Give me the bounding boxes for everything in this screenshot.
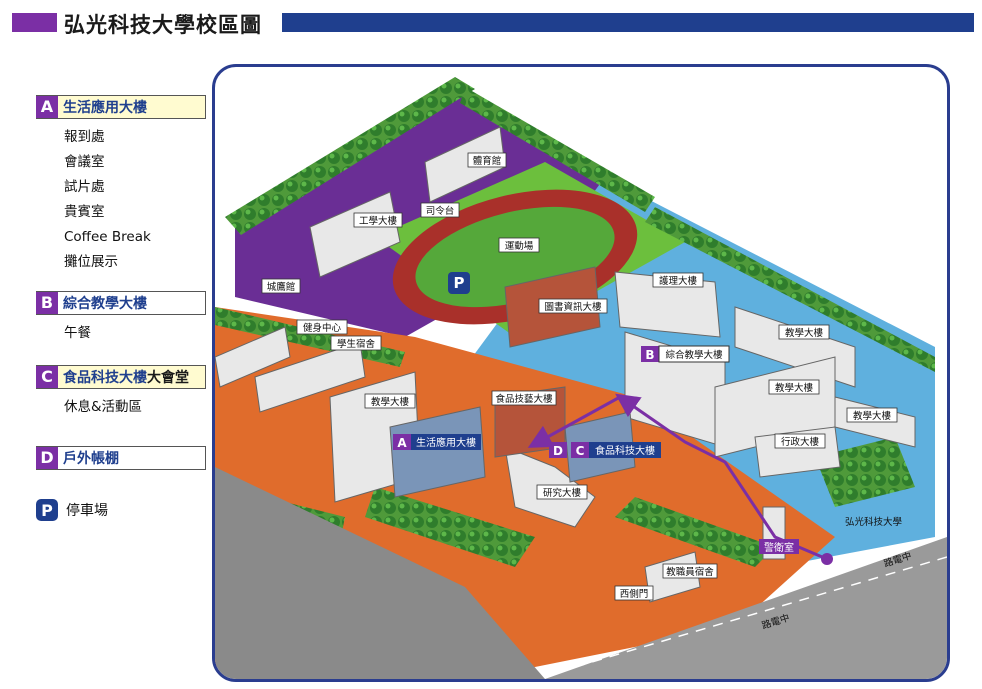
marker-a-label-bg	[411, 434, 481, 450]
marker-b[interactable]	[641, 346, 659, 362]
parking-marker-letter: P	[454, 274, 465, 292]
marker-c[interactable]	[571, 442, 589, 458]
legend-section-b[interactable]: B 綜合教學大樓 午餐	[36, 291, 206, 346]
building-hall	[215, 326, 291, 388]
legend-name-c-main: 食品科技大樓	[63, 370, 147, 386]
label-research: 研究大樓	[543, 487, 582, 499]
marker-a[interactable]	[393, 434, 411, 450]
legend-item: 貴賓室	[64, 204, 105, 220]
badge-a: A	[36, 95, 58, 118]
label-teaching3: 教學大樓	[853, 410, 892, 422]
building-dorm	[254, 341, 366, 413]
badge-c: C	[36, 365, 58, 388]
campus-map-svg: P A 生活應用大樓 B 綜合教學大樓 D C 食品科技大樓 體育館 司令台 工…	[215, 77, 947, 679]
legend-section-d[interactable]: D 戶外帳棚	[36, 446, 206, 470]
legend-name-b: 綜合教學大樓	[63, 296, 147, 312]
badge-b: B	[36, 291, 58, 314]
legend-section-c[interactable]: C 食品科技大樓大會堂 休息&活動區	[36, 365, 206, 420]
parking-badge: P	[36, 499, 58, 521]
label-nursing: 護理大樓	[659, 275, 698, 287]
legend-name-a: 生活應用大樓	[63, 100, 147, 116]
label-field: 運動場	[505, 240, 534, 252]
label-admin: 行政大樓	[781, 436, 820, 448]
marker-b-label: 綜合教學大樓	[665, 349, 723, 361]
legend-name-p: 停車場	[66, 503, 108, 519]
main-road	[545, 537, 947, 679]
legend-item: 試片處	[64, 179, 105, 195]
legend-name-d: 戶外帳棚	[63, 451, 119, 467]
legend-name-c: 食品科技大樓大會堂	[63, 367, 189, 387]
legend-item: 休息&活動區	[64, 399, 143, 415]
route-start-dot	[821, 553, 833, 565]
route-arrow-branch	[527, 395, 621, 448]
legend-item: 攤位展示	[64, 254, 118, 270]
tree-row	[615, 497, 775, 567]
campus-map[interactable]: P A 生活應用大樓 B 綜合教學大樓 D C 食品科技大樓 體育館 司令台 工…	[212, 64, 950, 682]
legend-item: 午餐	[64, 325, 91, 341]
marker-c-label-bg	[589, 442, 661, 458]
legend-item: 報到處	[64, 129, 105, 145]
legend-header-b[interactable]: B 綜合教學大樓	[36, 291, 206, 315]
marker-c-label: 食品科技大樓	[595, 444, 655, 457]
label-west-gate: 西側門	[620, 588, 649, 600]
label-fitness: 健身中心	[303, 322, 342, 334]
label-teaching4: 教學大樓	[371, 396, 410, 408]
page-title: 弘光科技大學校區圖	[64, 13, 262, 37]
parking-marker[interactable]	[448, 272, 470, 294]
legend-header-d[interactable]: D 戶外帳棚	[36, 446, 206, 470]
header-accent-bar	[12, 13, 57, 32]
label-food-arts: 食品技藝大樓	[495, 393, 553, 405]
label-teaching1: 教學大樓	[785, 327, 824, 339]
tree-row	[225, 77, 475, 235]
label-hall: 城鷹館	[267, 281, 296, 293]
marker-c-letter: C	[576, 444, 585, 458]
road	[215, 467, 545, 679]
label-guard: 警衛室	[764, 541, 794, 554]
legend-items-a: 報到處 會議室 試片處 貴賓室 Coffee Break 攤位展示	[64, 125, 206, 275]
tree-row	[365, 487, 535, 567]
label-engineering: 工學大樓	[359, 215, 398, 227]
legend-section-a[interactable]: A 生活應用大樓 報到處 會議室 試片處 貴賓室 Coffee Break 攤位…	[36, 95, 206, 275]
legend-header-c[interactable]: C 食品科技大樓大會堂	[36, 365, 206, 389]
badge-d: D	[36, 446, 58, 469]
tree-row	[645, 207, 935, 372]
label-gate-sign: 弘光科技大學	[845, 516, 902, 528]
label-library: 圖書資訊大樓	[544, 301, 602, 313]
legend-header-a[interactable]: A 生活應用大樓	[36, 95, 206, 119]
tree-row	[460, 87, 655, 212]
building-a	[389, 406, 486, 498]
marker-a-letter: A	[397, 436, 407, 450]
legend-section-p[interactable]: P 停車場	[36, 499, 108, 521]
legend-item: Coffee Break	[64, 229, 151, 245]
legend-name-c-suffix: 大會堂	[147, 370, 189, 386]
label-gym: 體育館	[473, 155, 502, 167]
marker-d-letter: D	[553, 444, 563, 458]
marker-d[interactable]	[549, 442, 567, 458]
marker-a-label: 生活應用大樓	[416, 436, 476, 449]
map-labels: 體育館 司令台 工學大樓 運動場 護理大樓 圖書資訊大樓 教學大樓 城鷹館 健身…	[261, 152, 913, 632]
label-podium: 司令台	[426, 205, 455, 217]
label-dorm: 學生宿舍	[337, 338, 376, 350]
marker-b-letter: B	[645, 348, 654, 362]
label-teaching2: 教學大樓	[775, 382, 814, 394]
legend-items-c: 休息&活動區	[64, 395, 206, 420]
tree-row	[815, 437, 915, 507]
marker-b-label-bg	[658, 345, 730, 363]
header-rule	[282, 13, 974, 32]
label-staff-dorm: 教職員宿舍	[666, 566, 714, 578]
legend-items-b: 午餐	[64, 321, 206, 346]
legend-item: 會議室	[64, 154, 105, 170]
